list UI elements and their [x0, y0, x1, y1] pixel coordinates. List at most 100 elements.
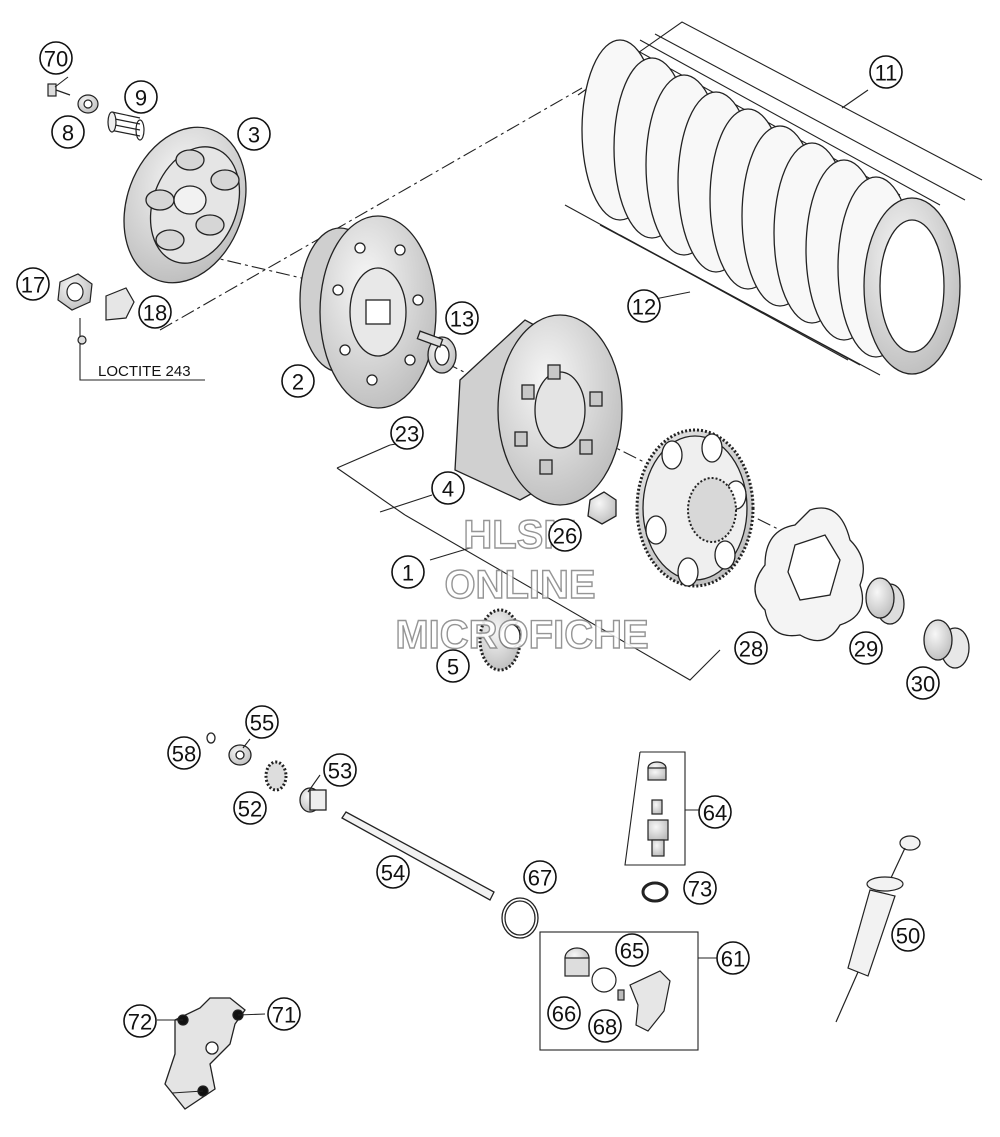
nut-part [57, 273, 135, 345]
callout-circle [267, 997, 301, 1031]
spring-part [107, 111, 145, 141]
callout-26: 26 [548, 518, 582, 552]
grease-syringe [835, 835, 921, 1023]
callout-label: 53 [328, 759, 352, 784]
callout-label: 58 [172, 742, 196, 767]
callout-circle [523, 860, 557, 894]
callout-circle [627, 289, 661, 323]
callout-circle [716, 941, 750, 975]
clutch-plate-stack [581, 39, 961, 375]
callout-55: 55 [245, 705, 279, 739]
callout-72: 72 [123, 1004, 157, 1038]
watermark: HLSM ONLINE MICROFICHE [395, 512, 650, 657]
bushing [923, 619, 970, 669]
callout-17: 17 [16, 267, 50, 301]
callout-circle [237, 117, 271, 151]
callout-circle [891, 918, 925, 952]
callout-label: 11 [875, 61, 898, 86]
callout-circle [167, 736, 201, 770]
callout-circle [376, 855, 410, 889]
pressure-plate [123, 126, 247, 284]
clutch-basket [416, 314, 623, 525]
callout-leaders [54, 76, 321, 1094]
callout-label: 5 [447, 655, 459, 680]
callout-circle [615, 933, 649, 967]
callout-64: 64 [698, 795, 732, 829]
callout-label: 1 [402, 561, 414, 586]
o-ring [501, 881, 669, 939]
callout-label: 65 [620, 939, 644, 964]
callout-label: 9 [135, 86, 147, 111]
callout-label: 26 [553, 524, 577, 549]
callout-circle [548, 518, 582, 552]
callout-61: 61 [716, 941, 750, 975]
callout-circle [683, 871, 717, 905]
callout-23: 23 [390, 416, 424, 450]
callout-label: 52 [238, 797, 262, 822]
callout-circle [436, 649, 470, 683]
callout-3: 3 [237, 117, 271, 151]
callout-circle [734, 631, 768, 665]
callout-label: 4 [442, 477, 454, 502]
cover-plate [754, 507, 864, 642]
callout-label: 72 [128, 1010, 152, 1035]
callout-circle [245, 705, 279, 739]
callout-66: 66 [547, 996, 581, 1030]
inner-clutch-hub [299, 215, 437, 409]
callout-label: 28 [739, 637, 763, 662]
callout-label: 67 [528, 866, 552, 891]
small-gear [478, 608, 522, 672]
callout-label: 2 [292, 370, 304, 395]
callout-2: 2 [281, 364, 315, 398]
callout-50: 50 [891, 918, 925, 952]
callout-label: 55 [250, 711, 274, 736]
callout-52: 52 [233, 791, 267, 825]
callout-53: 53 [323, 753, 357, 787]
callout-circle [123, 1004, 157, 1038]
callout-label: 23 [395, 422, 419, 447]
callout-label: 30 [911, 672, 935, 697]
callout-29: 29 [849, 631, 883, 665]
callout-65: 65 [615, 933, 649, 967]
callout-label: 73 [688, 877, 712, 902]
callout-circle [445, 301, 479, 335]
callout-12: 12 [627, 289, 661, 323]
callout-label: 64 [703, 801, 727, 826]
callout-label: 54 [381, 861, 405, 886]
callout-circle [323, 753, 357, 787]
callout-circle [547, 996, 581, 1030]
callout-label: 50 [896, 924, 920, 949]
callout-label: 29 [854, 637, 878, 662]
callout-circle [869, 55, 903, 89]
callout-circle [233, 791, 267, 825]
callout-13: 13 [445, 301, 479, 335]
callout-circle [390, 416, 424, 450]
watermark-line-3: MICROFICHE [395, 613, 648, 657]
callout-4: 4 [431, 471, 465, 505]
callout-circle [849, 631, 883, 665]
callout-28: 28 [734, 631, 768, 665]
callout-label: 8 [62, 121, 74, 146]
callout-circle [391, 555, 425, 589]
lower-small-parts [206, 732, 327, 813]
bleed-valve [647, 761, 669, 857]
callout-label: 17 [21, 273, 45, 298]
callout-circle [138, 295, 172, 329]
callout-1: 1 [391, 555, 425, 589]
callout-54: 54 [376, 855, 410, 889]
thrust-washer [427, 336, 457, 374]
callout-circle [51, 115, 85, 149]
callout-label: 71 [272, 1003, 296, 1028]
callout-label: 61 [721, 947, 745, 972]
callout-70: 70 [39, 41, 73, 75]
callout-68: 68 [588, 1009, 622, 1043]
callout-circle [698, 795, 732, 829]
callout-circle [281, 364, 315, 398]
callout-circle [124, 80, 158, 114]
callout-circle [16, 267, 50, 301]
callout-label: 68 [593, 1015, 617, 1040]
callout-label: 70 [44, 47, 68, 72]
